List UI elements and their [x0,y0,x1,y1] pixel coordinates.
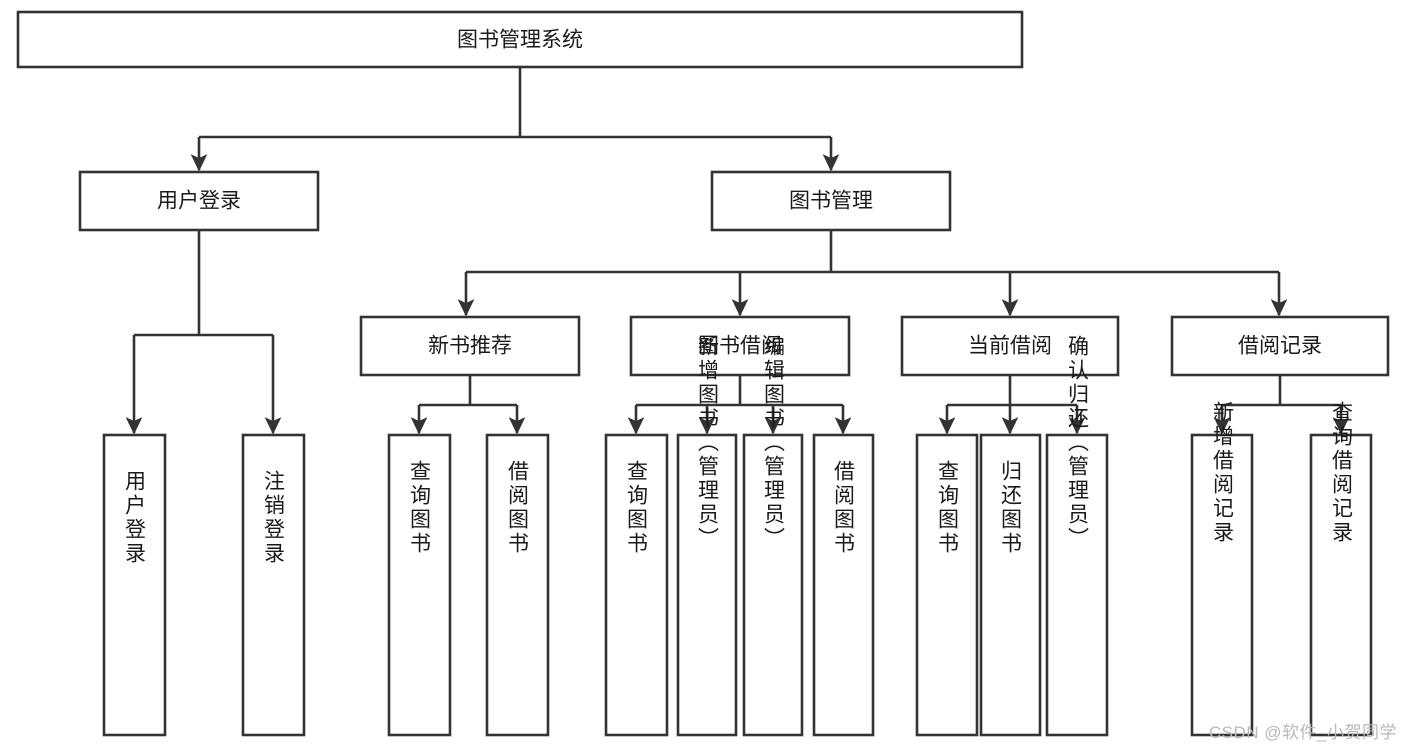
leaf-add-book[interactable]: 新增图书（管理员） [676,335,738,737]
node-user-login-box [78,170,320,232]
leaf-query-book-2[interactable]: 查询图书 [604,433,669,737]
node-borrow-record-label: 借阅记录 [1238,335,1322,358]
node-book-borrow-label: 图书借阅 [698,335,782,358]
leaf-borrow-book-1[interactable]: 借阅图书 [485,433,550,737]
node-book-manage[interactable]: 图书管理 [710,170,952,232]
node-new-book-rec-box [359,315,581,377]
leaf-user-login-label: 用户登录 [123,470,147,566]
leaf-confirm-return-label: 确认归还（管理员） [1066,335,1090,551]
leaf-borrow-book-2-label: 借阅图书 [832,460,856,556]
leaf-borrow-book-2-box [812,433,875,737]
leaf-edit-book-box [742,433,804,737]
leaf-add-record-label: 新增借阅记录 [1211,401,1235,545]
leaf-logout-label: 注销登录 [262,470,286,566]
node-borrow-record-box [1170,315,1390,377]
leaf-query-book-1[interactable]: 查询图书 [387,433,452,737]
leaf-confirm-return[interactable]: 确认归还（管理员） [1045,335,1109,737]
node-book-borrow[interactable]: 图书借阅 [629,315,851,377]
node-new-book-rec[interactable]: 新书推荐 [359,315,581,377]
node-borrow-record[interactable]: 借阅记录 [1170,315,1390,377]
node-user-login[interactable]: 用户登录 [78,170,320,232]
node-book-manage-label: 图书管理 [789,190,873,213]
leaf-add-record[interactable]: 新增借阅记录 [1190,401,1254,737]
leaf-logout-box [241,433,306,737]
node-current-borrow-label: 当前借阅 [968,335,1052,358]
edge-group [125,67,1350,435]
leaf-add-book-box [676,433,738,737]
leaf-add-record-box [1190,433,1254,737]
leaf-logout[interactable]: 注销登录 [241,433,306,737]
leaf-query-book-3-box [915,433,979,737]
node-user-login-label: 用户登录 [157,190,241,213]
leaf-query-record-box [1309,433,1373,737]
leaf-edit-book[interactable]: 编辑图书（管理员） [742,335,804,737]
node-current-borrow[interactable]: 当前借阅 [900,315,1120,377]
leaf-return-book[interactable]: 归还图书 [979,433,1042,737]
leaf-return-book-label: 归还图书 [999,460,1023,556]
leaf-return-book-box [979,433,1042,737]
leaf-query-record[interactable]: 查询借阅记录 [1309,401,1373,737]
leaf-user-login-box [102,433,167,737]
node-root[interactable]: 图书管理系统 [16,10,1024,69]
node-root-box [16,10,1024,69]
leaf-borrow-book-2[interactable]: 借阅图书 [812,433,875,737]
node-book-borrow-box [629,315,851,377]
leaf-query-book-2-label: 查询图书 [625,460,649,556]
csdn-watermark: CSDN @软件_小贺同学 [1208,723,1397,742]
node-new-book-rec-label: 新书推荐 [428,335,512,358]
node-current-borrow-box [900,315,1120,377]
node-root-label: 图书管理系统 [457,29,583,52]
leaf-add-book-label: 新增图书（管理员） [696,335,720,551]
node-book-manage-box [710,170,952,232]
leaf-query-book-1-label: 查询图书 [408,460,432,556]
leaf-borrow-book-1-box [485,433,550,737]
leaf-query-book-3-label: 查询图书 [936,460,960,556]
leaf-user-login[interactable]: 用户登录 [102,433,167,737]
leaf-query-record-label: 查询借阅记录 [1330,401,1354,545]
leaf-confirm-return-box [1045,433,1109,737]
leaf-edit-book-label: 编辑图书（管理员） [762,335,786,551]
leaf-query-book-1-box [387,433,452,737]
leaf-query-book-2-box [604,433,669,737]
leaf-borrow-book-1-label: 借阅图书 [506,460,530,556]
leaf-query-book-3[interactable]: 查询图书 [915,433,979,737]
